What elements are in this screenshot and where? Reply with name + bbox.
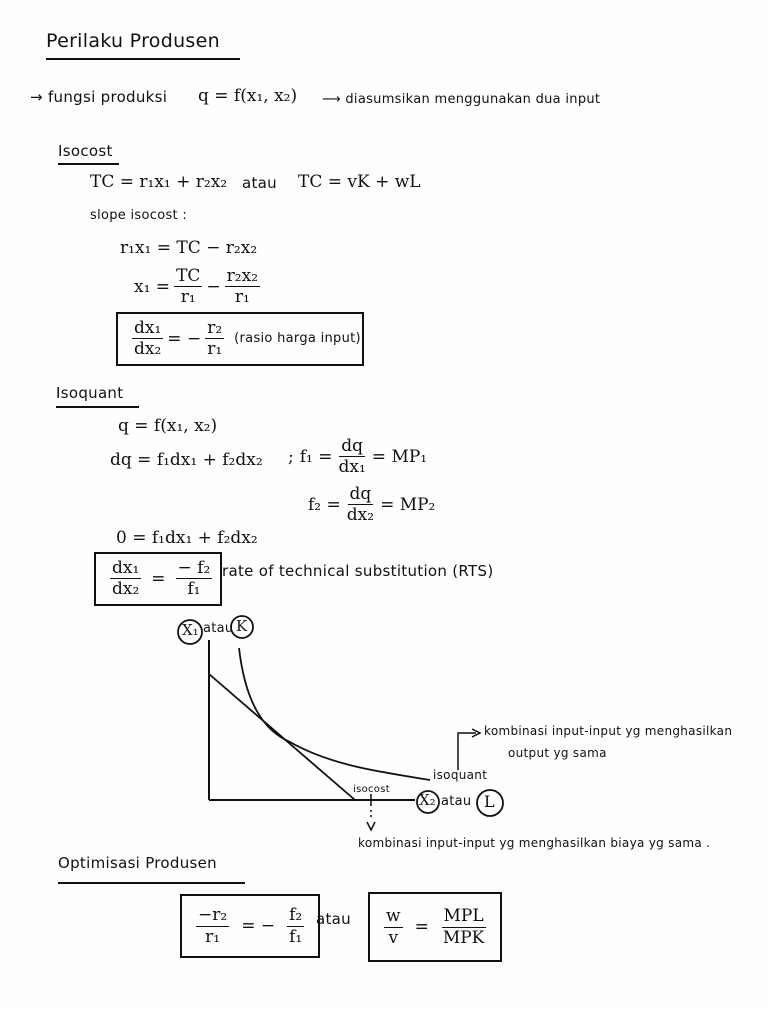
fraction-denominator: f₁ [289, 926, 303, 947]
isoquant-equation-1: q = f(x₁, x₂) [118, 416, 218, 436]
arrow-right-icon: ⟶ [322, 92, 341, 107]
fraction-numerator: w [384, 906, 403, 928]
rts-lhs-fraction: dx₁ dx₂ [110, 558, 142, 600]
isoquant-note-line-2: output yg sama [508, 746, 607, 760]
opt2-equals: = [414, 917, 429, 937]
slope-equals-minus: = − [167, 328, 202, 349]
x-axis-connector: atau [441, 794, 472, 809]
f1-lhs: f₁ = [299, 446, 333, 467]
opt2-rhs-fraction: MPL MPK [441, 906, 487, 948]
fraction-numerator: dq [347, 484, 374, 506]
isoquant-note-line-1: kombinasi input-input yg menghasilkan [484, 724, 733, 738]
fraction-denominator: dx₂ [112, 579, 140, 600]
f2-definition: f₂ = dq dx₂ = MP₂ [308, 484, 435, 526]
fraction-numerator: r₂x₂ [224, 266, 261, 288]
arrow-down-icon [366, 821, 376, 832]
isocost-note: kombinasi input-input yg menghasilkan bi… [358, 836, 711, 850]
arrow-right-icon [471, 728, 482, 738]
fraction-denominator: v [388, 927, 399, 948]
fraction-numerator: dx₁ [110, 558, 142, 580]
slope-rhs-fraction: r₂ r₁ [205, 318, 225, 360]
production-function-note-line: ⟶ diasumsikan menggunakan dua input [322, 92, 600, 107]
production-function-line: → fungsi produksi [30, 88, 167, 106]
fraction-numerator: MPL [441, 906, 486, 928]
fraction-denominator: r₁ [205, 926, 221, 947]
step-2-fraction-1: TC r₁ [174, 266, 203, 308]
fraction-denominator: r₁ [207, 339, 223, 360]
f1-rhs: = MP₁ [371, 446, 428, 467]
y-label-circle-2 [230, 615, 254, 639]
bracket-arrow-icon [457, 732, 476, 770]
opt-rhs-fraction: f₂ f₁ [287, 905, 305, 947]
slope-lhs-fraction: dx₁ dx₂ [132, 318, 164, 360]
rts-rhs-fraction: − f₂ f₁ [175, 558, 213, 600]
step-2-minus: − [206, 276, 221, 297]
isoquant-label: isoquant [433, 768, 488, 782]
slope-isocost-label: slope isocost : [90, 208, 188, 223]
rts-equals: = [151, 568, 166, 589]
step-2-fraction-2: r₂x₂ r₁ [224, 266, 261, 308]
f2-rhs: = MP₂ [380, 494, 436, 515]
fraction-numerator: TC [174, 266, 203, 288]
production-function-formula: q = f(x₁, x₂) [198, 86, 298, 106]
optimization-connector: atau [316, 910, 351, 928]
isoquant-equation-2: dq = f₁dx₁ + f₂dx₂ [110, 450, 263, 470]
semicolon: ; [288, 446, 294, 467]
optimization-condition-box-1: −r₂ r₁ = − f₂ f₁ [180, 894, 321, 958]
production-function-label: fungsi produksi [47, 88, 168, 106]
fraction-denominator: r₁ [234, 287, 250, 308]
opt2-lhs-fraction: w v [384, 906, 403, 948]
fraction-denominator: dx₁ [338, 457, 366, 478]
x-label-circle-2 [476, 789, 504, 817]
fraction-denominator: r₁ [180, 287, 196, 308]
optimization-condition-box-2: w v = MPL MPK [368, 892, 503, 962]
f2-fraction: dq dx₂ [345, 484, 376, 526]
fraction-numerator: r₂ [205, 318, 225, 340]
x-label-circle-1 [416, 790, 440, 814]
production-function-note: diasumsikan menggunakan dua input [345, 92, 601, 107]
fraction-denominator: MPK [442, 927, 485, 948]
page-title-text: Perilaku Produsen [46, 30, 220, 52]
f1-definition: ; f₁ = dq dx₁ = MP₁ [288, 436, 427, 478]
fraction-numerator: f₂ [287, 905, 305, 927]
fraction-denominator: f₁ [187, 579, 201, 600]
isoquant-equation-3: 0 = f₁dx₁ + f₂dx₂ [116, 528, 258, 548]
isoquant-curve [238, 647, 431, 781]
fraction-denominator: dx₂ [346, 505, 375, 526]
page-bottom-margin [0, 1006, 768, 1024]
isocost-connector: atau [242, 174, 277, 192]
page-title: Perilaku Produsen [46, 30, 240, 60]
opt-equals-minus: = − [241, 916, 276, 936]
step-2-lhs: x₁ = [134, 276, 171, 297]
x-axis-label-l: L [484, 792, 495, 811]
y-axis-connector: atau [203, 621, 234, 636]
isoquant-heading: Isoquant [56, 384, 140, 408]
fraction-numerator: − f₂ [175, 558, 213, 580]
rts-box: dx₁ dx₂ = − f₂ f₁ [94, 552, 222, 606]
slope-result-note: (rasio harga input) [234, 331, 361, 347]
f1-fraction: dq dx₁ [337, 436, 368, 478]
isocost-label: isocost [353, 784, 390, 795]
opt-lhs-fraction: −r₂ r₁ [196, 905, 230, 947]
isocost-heading: Isocost [58, 142, 119, 165]
fraction-numerator: dq [339, 436, 366, 458]
isocost-step-2: x₁ = TC r₁ − r₂x₂ r₁ [134, 266, 264, 308]
x-axis-label-x2: X₂ [419, 791, 436, 809]
rts-note: rate of technical substitution (RTS) [222, 562, 494, 580]
isocost-equation-1: TC = r₁x₁ + r₂x₂ [90, 172, 228, 192]
y-axis-label-x1: X₁ [182, 621, 199, 639]
f2-lhs: f₂ = [308, 494, 341, 515]
isocost-step-1: r₁x₁ = TC − r₂x₂ [120, 238, 258, 258]
arrow-right-icon: → [30, 88, 43, 106]
isocost-slope-result-box: dx₁ dx₂ = − r₂ r₁ (rasio harga input) [116, 312, 364, 366]
isocost-equation-2: TC = vK + wL [298, 172, 421, 192]
optimization-heading: Optimisasi Produsen [58, 854, 245, 884]
fraction-numerator: dx₁ [132, 318, 164, 340]
fraction-denominator: dx₂ [134, 339, 162, 360]
y-label-circle-1 [177, 619, 203, 645]
fraction-numerator: −r₂ [196, 905, 230, 927]
y-axis-label-k: K [236, 617, 248, 635]
